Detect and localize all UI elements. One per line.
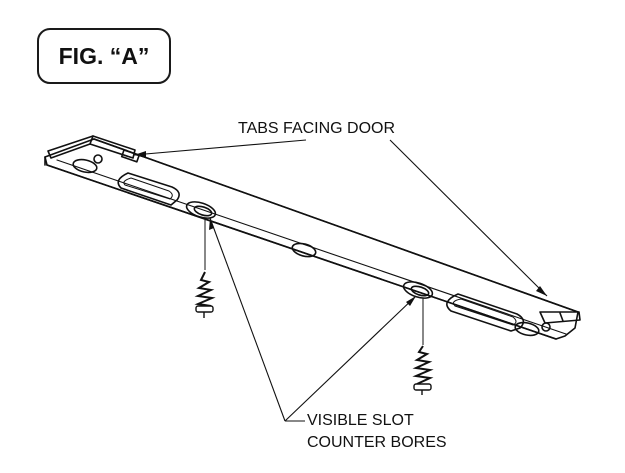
visible-slot-label-line2: COUNTER BORES [307, 434, 447, 451]
left-counterbore-slot [185, 201, 217, 219]
mounting-bracket [44, 138, 579, 340]
visible-slot-counter-bores-label: VISIBLE SLOT COUNTER BORES [307, 410, 447, 454]
tabs-leader-left [133, 139, 307, 156]
visible-slot-label-line1: VISIBLE SLOT [307, 412, 414, 429]
figure-label: FIG. “A” [58, 42, 150, 69]
right-long-slot [446, 293, 525, 332]
slot-leader-right [284, 295, 417, 422]
right-screw [412, 298, 434, 395]
tabs-facing-door-label: TABS FACING DOOR [238, 120, 396, 137]
right-counterbore-slot [402, 281, 434, 299]
left-screw [194, 220, 216, 318]
left-end-hole [72, 158, 98, 174]
slot-leader-left [209, 217, 286, 422]
tabs-leader-right [389, 139, 548, 297]
right-small-hole [541, 322, 551, 332]
figure-label-box: FIG. “A” [37, 28, 171, 84]
right-end-hole [514, 321, 540, 337]
left-tab [47, 135, 140, 163]
left-small-hole [93, 154, 103, 164]
center-hole [291, 242, 317, 258]
right-tab [539, 311, 581, 324]
left-long-slot [117, 172, 180, 206]
